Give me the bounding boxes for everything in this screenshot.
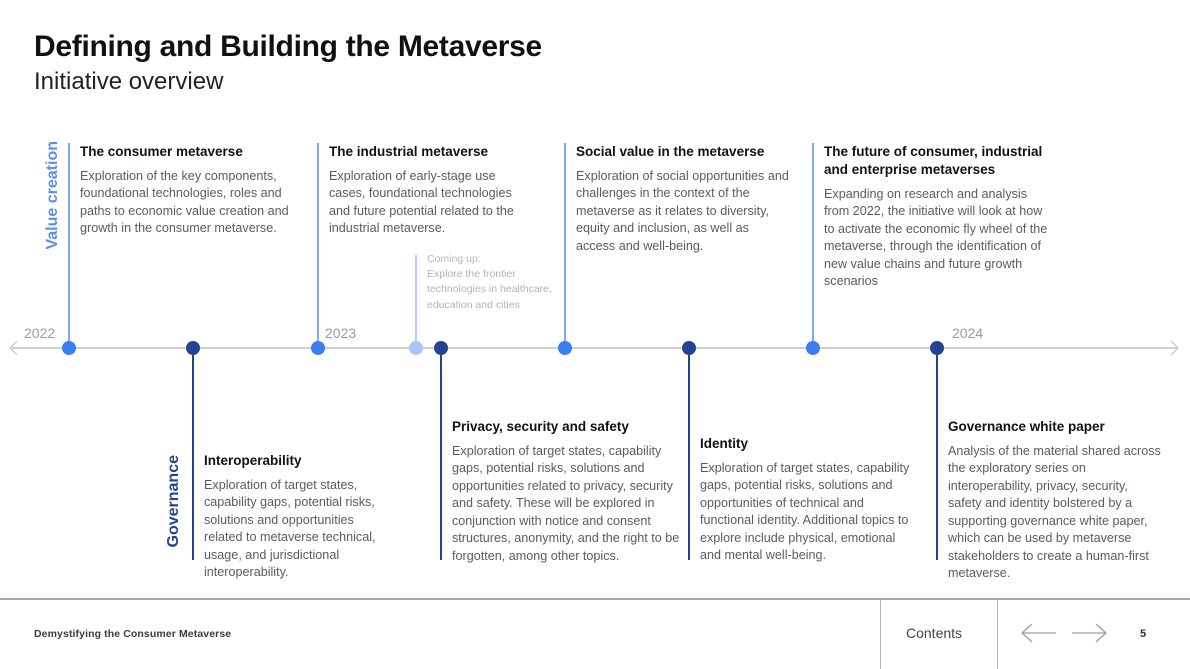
- footer-divider-rule: [0, 598, 1190, 600]
- timeline-node-top-1[interactable]: [62, 341, 76, 355]
- connector-top-1: [68, 143, 70, 348]
- card-title: Interoperability: [204, 453, 302, 468]
- year-label-2023: 2023: [325, 325, 357, 341]
- card-title: The industrial metaverse: [329, 144, 489, 159]
- card-body: Expanding on research and analysis from …: [824, 186, 1048, 289]
- card-top-social-value[interactable]: Social value in the metaverse Exploratio…: [564, 143, 789, 255]
- arrow-right-icon[interactable]: [1070, 620, 1110, 646]
- timeline-node-top-2[interactable]: [311, 341, 325, 355]
- connector-bottom-2: [440, 348, 442, 560]
- contents-button[interactable]: Contents: [906, 625, 963, 641]
- card-coming-up[interactable]: Coming up: Explore the frontier technolo…: [415, 252, 562, 313]
- timeline-axis: [12, 347, 1178, 349]
- arrow-left-icon[interactable]: [1018, 620, 1058, 646]
- card-body: Exploration of social opportunities and …: [576, 168, 789, 253]
- timeline-node-bottom-2[interactable]: [434, 341, 448, 355]
- footer-deck-name: Demystifying the Consumer Metaverse: [34, 628, 232, 640]
- connector-bottom-1: [192, 348, 194, 560]
- connector-top-2: [317, 143, 319, 348]
- timeline-node-bottom-3[interactable]: [682, 341, 696, 355]
- card-title: The future of consumer, industrial and e…: [824, 144, 1043, 177]
- card-body: Exploration of target states, capability…: [204, 477, 376, 580]
- connector-bottom-3: [688, 348, 690, 560]
- timeline-node-coming-up[interactable]: [409, 341, 423, 355]
- rail-label-governance: Governance: [165, 455, 182, 548]
- connector-top-3: [564, 143, 566, 348]
- coming-up-body: Explore the frontier technologies in hea…: [427, 268, 552, 311]
- page-title: Defining and Building the Metaverse: [34, 30, 542, 63]
- card-title: Social value in the metaverse: [576, 144, 765, 159]
- year-label-2024: 2024: [952, 325, 984, 341]
- card-bottom-identity[interactable]: Identity Exploration of target states, c…: [688, 435, 916, 565]
- page-subtitle: Initiative overview: [34, 68, 224, 95]
- footer-navigation: [1018, 620, 1114, 648]
- coming-up-heading: Coming up:: [427, 253, 481, 265]
- rail-label-value-creation: Value creation: [44, 141, 61, 250]
- card-body: Exploration of the key components, found…: [80, 168, 289, 236]
- card-body: Analysis of the material shared across t…: [948, 443, 1161, 581]
- timeline-node-top-3[interactable]: [558, 341, 572, 355]
- card-body: Exploration of target states, capability…: [452, 443, 680, 563]
- timeline-node-bottom-4[interactable]: [930, 341, 944, 355]
- coming-up-note: Coming up: Explore the frontier technolo…: [427, 252, 562, 313]
- card-body: Exploration of early-stage use cases, fo…: [329, 168, 514, 236]
- card-body: Exploration of target states, capability…: [700, 460, 910, 563]
- timeline-node-top-4[interactable]: [806, 341, 820, 355]
- card-title: The consumer metaverse: [80, 144, 243, 159]
- card-top-industrial-metaverse[interactable]: The industrial metaverse Exploration of …: [317, 143, 529, 238]
- page-number: 5: [1140, 628, 1147, 640]
- card-bottom-privacy-security-safety[interactable]: Privacy, security and safety Exploration…: [440, 418, 680, 565]
- connector-top-4: [812, 143, 814, 348]
- card-title: Identity: [700, 436, 749, 451]
- card-bottom-governance-white-paper[interactable]: Governance white paper Analysis of the m…: [936, 418, 1164, 583]
- footer-vertical-divider-right: [997, 600, 998, 669]
- card-bottom-interoperability[interactable]: Interoperability Exploration of target s…: [192, 452, 394, 582]
- year-label-2022: 2022: [24, 325, 56, 341]
- connector-bottom-4: [936, 348, 938, 560]
- card-top-consumer-metaverse[interactable]: The consumer metaverse Exploration of th…: [68, 143, 295, 238]
- card-title: Governance white paper: [948, 419, 1105, 434]
- timeline-node-bottom-1[interactable]: [186, 341, 200, 355]
- connector-top-comingup: [415, 255, 417, 348]
- footer-vertical-divider-left: [880, 600, 881, 669]
- card-top-future-metaverses[interactable]: The future of consumer, industrial and e…: [812, 143, 1052, 291]
- card-title: Privacy, security and safety: [452, 419, 629, 434]
